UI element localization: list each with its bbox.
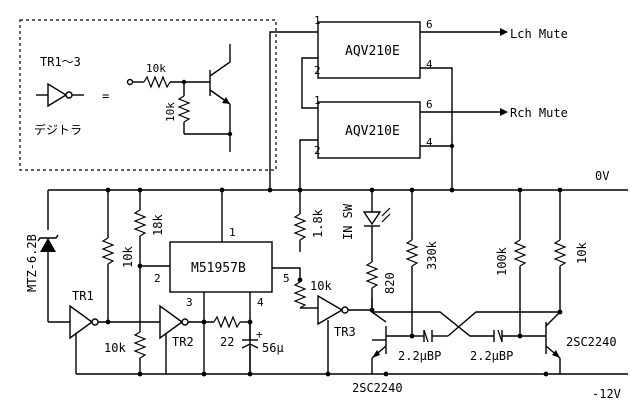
r-1-8k-label: 1.8k <box>311 208 325 238</box>
r-820-label: 820 <box>383 272 397 294</box>
tr3: TR3 <box>312 294 375 374</box>
q-right-emitter-arrow-icon <box>552 350 560 358</box>
tr1-label: TR1 <box>72 289 94 303</box>
power-rails: 0V -12V <box>48 169 628 401</box>
ic-body <box>169 241 273 293</box>
c-bp-right-label: 2.2μBP <box>470 349 513 363</box>
inset-equals: = <box>102 89 109 103</box>
ic-m51957b: M51957B 1 2 3 4 5 <box>154 190 301 374</box>
relay-rch-pin1: 1 <box>314 94 321 107</box>
tr2-label: TR2 <box>172 335 194 349</box>
r-100k: 100k <box>495 190 527 339</box>
relay-lch-body <box>317 21 421 79</box>
c-timing-plus: + <box>256 328 263 341</box>
zener-label: MTZ-6.2B <box>25 234 39 292</box>
inset-buffer-symbol <box>36 82 84 108</box>
led-triangle-icon <box>362 211 382 226</box>
tr2: TR2 22 <box>159 304 253 374</box>
r-10k-tr3: 10k <box>293 277 332 309</box>
ic-part-label: M51957B <box>191 261 246 276</box>
r-330k-label: 330k <box>425 240 439 270</box>
r-10k-right-label: 10k <box>575 242 589 264</box>
q-right: 2SC2240 <box>520 311 617 374</box>
cross-coupling: 2.2μBP 2.2μBP <box>372 309 563 363</box>
in-sw-led: IN SW 820 <box>341 190 397 298</box>
relay-rch-output-label: Rch Mute <box>510 106 568 120</box>
relay-lch-part: AQV210E <box>345 44 400 59</box>
relay-rch-body <box>317 101 421 159</box>
ic-pin2: 2 <box>154 272 161 285</box>
relay-wiring <box>269 28 508 208</box>
tr3-label: TR3 <box>334 325 356 339</box>
inset-dashed-frame <box>19 19 277 171</box>
zener-triangle-icon <box>40 238 56 252</box>
inset-resistor-top-label: 10k <box>146 62 166 75</box>
q-left-emitter-arrow-icon <box>372 350 380 358</box>
c-timing-label: 56μ <box>262 341 284 355</box>
relay-lch-pin2: 2 <box>314 64 321 77</box>
r-10k-divider-top-label: 10k <box>121 246 135 268</box>
r-10k-tr3-label: 10k <box>310 279 332 293</box>
ic-pin3: 3 <box>186 296 193 309</box>
r-330k: 330k <box>405 190 439 339</box>
relay-rch-pin6: 6 <box>426 98 433 111</box>
ic-pin4: 4 <box>257 296 264 309</box>
lch-arrow-icon <box>500 28 508 36</box>
relay-rch-part: AQV210E <box>345 124 400 139</box>
relay-rch-pin2: 2 <box>314 144 321 157</box>
tr1-pullup: 10k <box>101 190 135 322</box>
ic-pin1: 1 <box>229 226 236 239</box>
tr3-buffer-icon <box>317 294 344 326</box>
inset-resistor-bottom-label: 10k <box>164 102 177 122</box>
in-sw-label: IN SW <box>341 203 355 240</box>
r-10k-right: 10k <box>553 190 589 312</box>
r-100k-label: 100k <box>495 246 509 276</box>
relay-lch-pin4: 4 <box>426 58 433 71</box>
r-1-8k: 1.8k <box>293 208 325 252</box>
rail-minus12v-label: -12V <box>592 387 621 401</box>
r-10k-divider-bottom-label: 10k <box>104 341 126 355</box>
c-timing: + 56μ <box>241 322 284 374</box>
inset-caption: デジトラ <box>34 122 82 137</box>
digital-transistor-inset: TR1～3 = デジトラ 10k 10k <box>19 19 277 171</box>
q-left: 2SC2240 <box>352 298 412 395</box>
q-left-label: 2SC2240 <box>352 381 403 395</box>
tr1-buffer-icon <box>69 304 94 340</box>
tr1: TR1 <box>69 289 160 374</box>
r-18k-label: 18k <box>151 214 165 236</box>
divider: 18k 10k <box>104 190 170 374</box>
relay-rch: AQV210E 1 2 6 4 Rch Mute <box>314 94 568 159</box>
relay-rch-pin4: 4 <box>426 136 433 149</box>
r-22-label: 22 <box>220 335 234 349</box>
zener-diode: MTZ-6.2B <box>25 190 70 323</box>
c-bp-left-label: 2.2μBP <box>398 349 441 363</box>
relay-lch: AQV210E 1 2 6 4 Lch Mute <box>314 14 568 79</box>
ic-pin5: 5 <box>283 272 290 285</box>
q-right-label: 2SC2240 <box>566 335 617 349</box>
relay-lch-output-label: Lch Mute <box>510 27 568 41</box>
inset-title: TR1～3 <box>40 55 81 69</box>
relay-lch-pin6: 6 <box>426 18 433 31</box>
relay-lch-pin1: 1 <box>314 14 321 27</box>
rch-arrow-icon <box>500 108 508 116</box>
rail-0v-label: 0V <box>595 169 609 183</box>
tr2-buffer-icon <box>159 304 184 340</box>
inset-equivalent-circuit <box>126 44 233 152</box>
